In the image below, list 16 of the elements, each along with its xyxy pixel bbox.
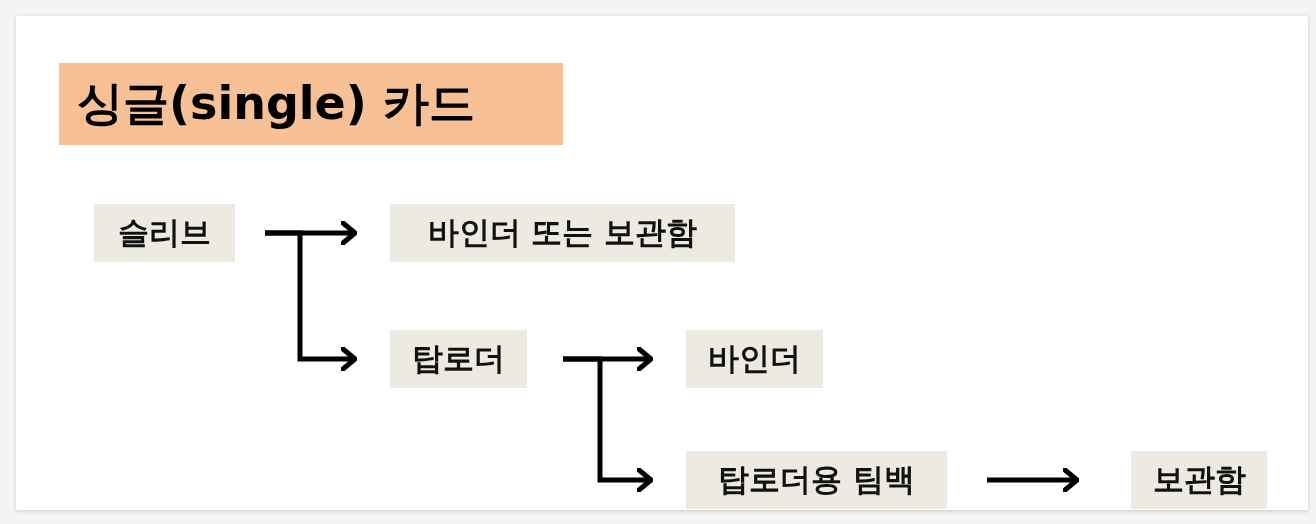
arrow [563, 356, 654, 493]
label-box [1131, 451, 1267, 509]
arrow [265, 230, 358, 372]
label-box [686, 330, 823, 388]
label-box [94, 204, 235, 262]
step-text: 바인더 [708, 339, 801, 378]
step-text: 슬리브 [118, 213, 211, 252]
step-text: 바인더 또는 보관함 [427, 213, 698, 252]
label-box [390, 204, 735, 262]
step-text: 보관함 [1152, 460, 1246, 499]
label-box [686, 451, 947, 509]
step-text: 탑로더용 팀백 [718, 460, 915, 499]
title-text: 싱글(single) 카드 [77, 75, 475, 132]
label-box [390, 330, 527, 388]
arrow [987, 467, 1080, 493]
step-text: 탑로더 [412, 339, 505, 378]
